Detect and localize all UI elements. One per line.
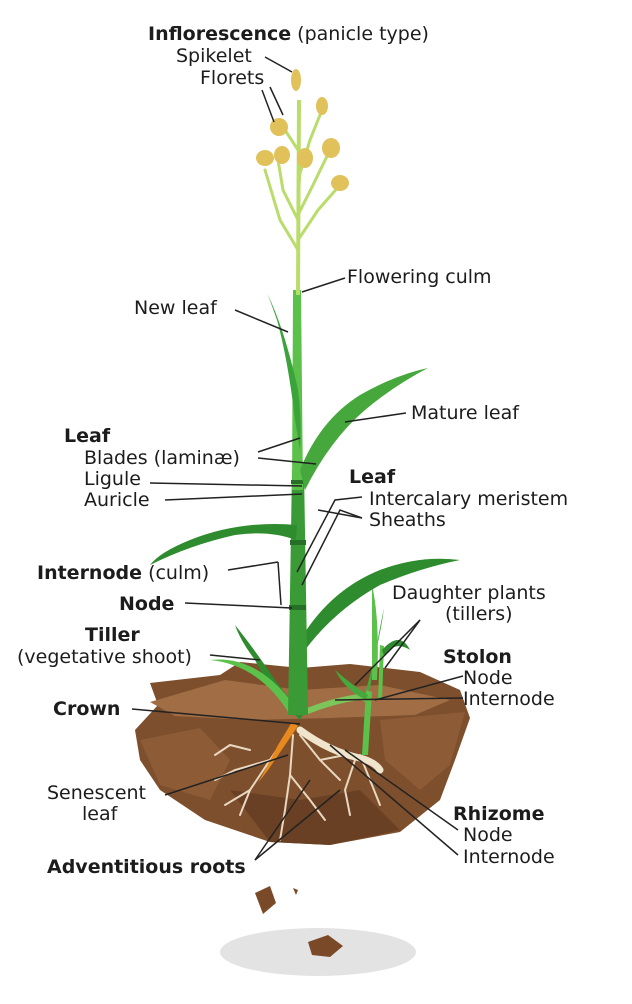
label-stolon: Stolon (443, 646, 512, 668)
label-stolon-node: Node (463, 667, 513, 689)
label-leaf-right: Leaf (349, 466, 396, 488)
label-adventitious-roots: Adventitious roots (47, 856, 246, 878)
label-blades: Blades (laminæ) (84, 447, 240, 469)
label-florets: Florets (200, 67, 265, 89)
label-internode: Internode (culm) (37, 562, 209, 584)
daughter-plants (335, 585, 410, 755)
soil-block (135, 662, 470, 845)
label-daughter-plants: Daughter plants (392, 582, 546, 604)
label-ligule: Ligule (84, 468, 141, 490)
label-crown: Crown (53, 698, 121, 720)
stolon (303, 693, 371, 715)
senescent-leaf (258, 722, 298, 783)
inflorescence-note: (panicle type) (297, 23, 429, 45)
mature-leaf (300, 368, 428, 490)
leader-lines (131, 56, 464, 861)
mature-leaf-lower (300, 558, 460, 650)
soil-crumb (293, 888, 298, 895)
label-auricle: Auricle (84, 489, 150, 511)
label-stolon-internode: Internode (463, 688, 555, 710)
leaf-blade-left (150, 524, 297, 565)
label-rhizome-internode: Internode (463, 846, 555, 868)
label-rhizome: Rhizome (453, 803, 545, 825)
florets (256, 69, 349, 191)
label-spikelet: Spikelet (176, 45, 252, 67)
inflorescence-title: Inflorescence (148, 23, 292, 45)
blades-note: (laminæ) (153, 447, 240, 469)
label-senescent-2: leaf (82, 803, 118, 825)
internode-text: Internode (37, 562, 143, 584)
label-leaf-group: Leaf (64, 425, 111, 447)
label-daughter-note: (tillers) (445, 603, 513, 625)
label-node: Node (119, 593, 175, 615)
label-new-leaf: New leaf (134, 297, 217, 319)
soil-crumb (308, 935, 343, 957)
internode-note: (culm) (148, 562, 210, 584)
label-flowering-culm: Flowering culm (347, 266, 492, 288)
rhizome (296, 726, 384, 774)
label-intercalary-meristem: Intercalary meristem (369, 488, 569, 510)
label-tiller: Tiller (85, 624, 140, 646)
label-tiller-note: (vegetative shoot) (17, 646, 192, 668)
label-rhizome-node: Node (463, 824, 513, 846)
label-inflorescence: Inflorescence (panicle type) (148, 23, 429, 45)
soil-crumb (255, 886, 276, 914)
tiller (210, 625, 303, 720)
label-senescent-1: Senescent (47, 782, 147, 804)
blades-text: Blades (84, 447, 148, 469)
label-mature-leaf: Mature leaf (411, 402, 519, 424)
label-sheaths: Sheaths (369, 509, 446, 531)
